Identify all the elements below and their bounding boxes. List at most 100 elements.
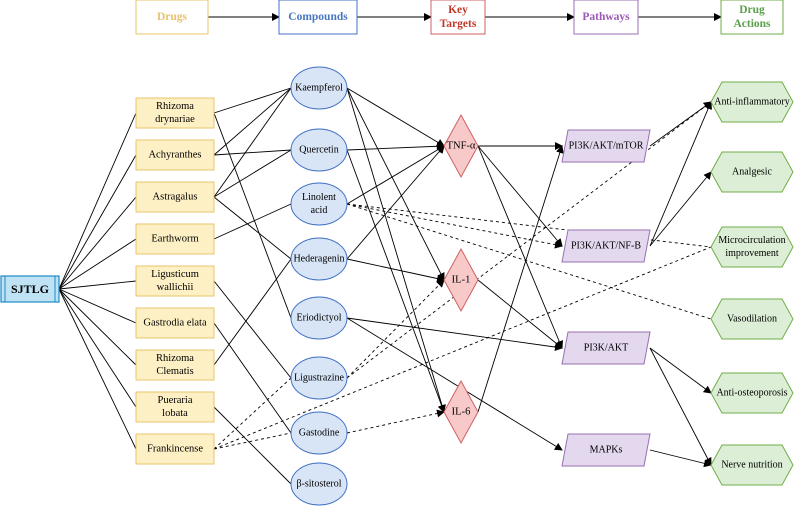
compound-ellipse — [290, 237, 348, 281]
edge-compounds-3-to-targets-1 — [346, 258, 445, 283]
compound-node-label-line: Ligustrazine — [294, 373, 345, 384]
edge-drugs-2-to-compounds-3 — [213, 196, 292, 260]
edge-drugs-2-to-compounds-0 — [213, 87, 292, 198]
edge-drugs-0-to-compounds-4 — [213, 112, 292, 319]
edge-compounds-1-to-targets-0 — [346, 142, 445, 151]
drug-node-label-line: drynariae — [155, 114, 195, 125]
edge-compounds-0-to-targets-2 — [346, 87, 446, 413]
pathway-node-label-line: PI3K/AKT/NF-B — [571, 241, 641, 252]
edge-pathways-2-to-actions-5 — [649, 347, 712, 466]
action-hexagon — [710, 151, 794, 193]
drug-node-label-line: Astragalus — [153, 192, 198, 203]
header-stage-label-line: Drugs — [157, 11, 188, 23]
action-node-label-line: Microcirculation — [718, 235, 785, 246]
edge-compounds-6-to-targets-2 — [346, 409, 445, 434]
compound-ellipse — [290, 128, 348, 172]
edge-root-0-to-drugs-8 — [58, 288, 137, 450]
target-diamond — [443, 379, 479, 445]
compound-node: Eriodictyol — [290, 296, 348, 340]
edge-drugs-5-to-compounds-6 — [213, 322, 292, 434]
edge-compounds-2-to-actions-3 — [346, 203, 712, 320]
edge-pathways-1-to-actions-1 — [649, 171, 712, 247]
drug-node-label-line: Gastrodia elata — [143, 318, 207, 329]
compound-ellipse — [290, 356, 348, 400]
compound-node-label-line: β-sitosterol — [296, 479, 341, 490]
edge-root-0-to-drugs-5 — [58, 288, 137, 324]
compound-node-label-line: Eriodictyol — [297, 313, 342, 324]
header-stage-1: Compounds — [278, 0, 358, 35]
compound-node: Ligustrazine — [290, 356, 348, 400]
drug-node-label-line: Rhizoma — [156, 353, 194, 364]
edge-drugs-3-to-compounds-2 — [213, 203, 292, 240]
compound-node: Hederagenin — [290, 237, 348, 281]
edge-compounds-5-to-actions-0 — [346, 101, 712, 379]
drug-node: Astragalus — [135, 181, 215, 213]
pathway-node: PI3K/AKT/NF-B — [561, 229, 651, 263]
target-diamond — [443, 113, 479, 179]
action-node-label-line: Vasodilation — [727, 314, 777, 325]
edge-targets-1-to-pathways-2 — [477, 279, 563, 349]
header-stage-3: Pathways — [573, 0, 639, 35]
drug-node: Earthworm — [135, 223, 215, 255]
target-node-label-line: IL-6 — [452, 407, 471, 418]
edge-drugs-4-to-compounds-5 — [213, 280, 292, 379]
action-hexagon — [710, 372, 794, 414]
drug-box — [135, 433, 215, 465]
header-box — [278, 0, 358, 35]
compound-node-label-line: acid — [311, 205, 328, 216]
pathway-parallelogram — [561, 433, 651, 467]
target-diamond — [443, 247, 479, 313]
target-node: IL-1 — [443, 247, 479, 313]
pathway-parallelogram — [561, 229, 651, 263]
action-node-label-line: Analgesic — [732, 167, 773, 178]
header-stage-label-line: Drug — [739, 4, 765, 16]
compound-node-label-line: Kaempferol — [295, 83, 343, 94]
edge-compounds-3-to-targets-0 — [346, 145, 445, 260]
compound-ellipse — [290, 296, 348, 340]
drug-node-label-line: wallichii — [157, 282, 194, 293]
drug-box — [135, 307, 215, 339]
pathway-node: MAPKs — [561, 433, 651, 467]
edge-compounds-2-to-pathways-1 — [346, 203, 563, 249]
edge-drugs-8-to-compounds-5 — [213, 377, 292, 450]
header-box — [430, 0, 486, 35]
edge-compounds-0-to-targets-0 — [346, 87, 445, 147]
pathway-node-label-line: PI3K/AKT — [584, 343, 628, 354]
compound-ellipse — [290, 66, 348, 110]
edge-drugs-8-to-compounds-6 — [213, 432, 292, 450]
action-node: Vasodilation — [710, 298, 794, 340]
drug-node-label-line: Pueraria — [158, 395, 193, 406]
pathway-node-label-line: PI3K/AKT/mTOR — [569, 141, 644, 152]
header-stage-label-line: Actions — [733, 18, 771, 30]
edge-root-0-to-drugs-3 — [58, 238, 137, 290]
edge-root-0-to-drugs-1 — [58, 154, 137, 290]
edge-compounds-4-to-pathways-2 — [346, 317, 563, 351]
compound-ellipse — [290, 462, 348, 506]
header-box — [573, 0, 639, 35]
edge-targets-2-to-pathways-0 — [477, 145, 564, 413]
compound-ellipse — [290, 411, 348, 455]
action-node: Nerve nutrition — [710, 444, 794, 486]
compound-node: Kaempferol — [290, 66, 348, 110]
compound-node: Quercetin — [290, 128, 348, 172]
edge-root-0-to-drugs-4 — [58, 280, 137, 290]
pathway-parallelogram — [561, 331, 651, 365]
edge-drugs-7-to-compounds-7 — [213, 406, 292, 485]
edges-layer — [58, 13, 722, 485]
drug-node-label-line: Frankincense — [147, 444, 203, 455]
target-node: TNF-α — [443, 113, 479, 179]
drug-box — [135, 223, 215, 255]
edge-drugs-1-to-compounds-1 — [213, 149, 292, 156]
pathway-parallelogram — [561, 129, 651, 163]
root-node-label-line: SJTLG — [11, 282, 49, 296]
edge-drugs-6-to-compounds-3 — [213, 258, 292, 366]
drug-box — [135, 181, 215, 213]
action-node: Anti-osteoporosis — [710, 372, 794, 414]
target-node: IL-6 — [443, 379, 479, 445]
action-node-label-line: Anti-inflammatory — [714, 97, 790, 108]
